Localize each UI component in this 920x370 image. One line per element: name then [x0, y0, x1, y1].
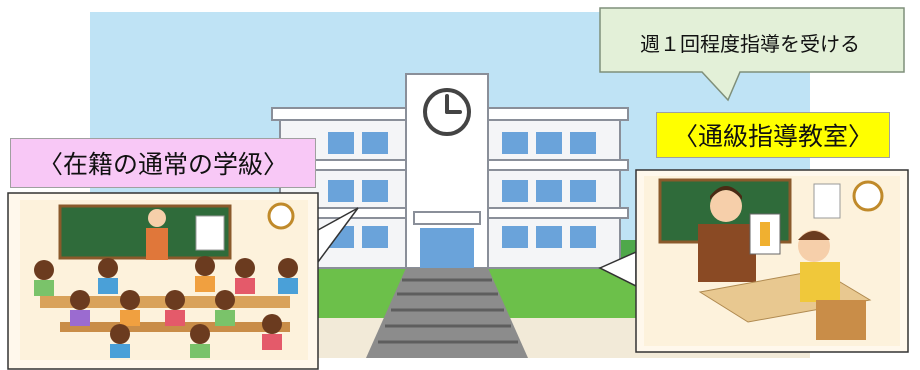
stairs	[366, 268, 528, 358]
student-figure	[800, 262, 840, 302]
resource-room-illustration	[644, 176, 900, 346]
resource-room-label: 〈通級指導教室〉	[656, 112, 890, 158]
wall-clock-icon	[267, 202, 295, 230]
school-building	[271, 73, 629, 358]
teacher-figure-2	[698, 224, 756, 282]
teacher-figure	[146, 228, 168, 260]
students	[34, 256, 298, 358]
classroom-illustration	[20, 200, 308, 360]
callout-text: 週１回程度指導を受ける	[640, 31, 860, 56]
entrance-door	[420, 228, 474, 268]
regular-class-label: 〈在籍の通常の学級〉	[10, 138, 316, 188]
windows	[328, 132, 596, 248]
wall-clock-icon-2	[852, 180, 884, 212]
callout-bubble	[599, 7, 905, 102]
